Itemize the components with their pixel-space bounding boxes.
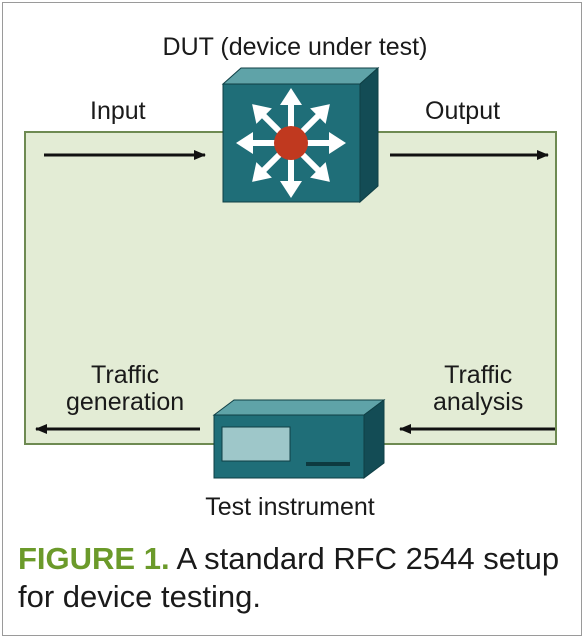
test-instrument-device <box>212 399 386 479</box>
instrument-badge <box>306 462 350 466</box>
output-label: Output <box>425 97 501 125</box>
traffic-generation-label: Traffic generation <box>66 362 184 416</box>
dut-label: DUT (device under test) <box>162 33 428 61</box>
traffic-analysis-label: Traffic analysis <box>433 362 523 416</box>
figure-number: FIGURE 1. <box>18 541 170 576</box>
traffic-generation-line-2: generation <box>66 388 185 416</box>
dut-device <box>221 66 380 204</box>
instrument-screen <box>221 426 291 462</box>
traffic-generation-line-1: Traffic <box>91 361 160 389</box>
input-label: Input <box>90 97 146 125</box>
figure-caption: FIGURE 1. A standard RFC 2544 setup for … <box>18 540 568 616</box>
caption-text: A standard RFC 2544 setup for device tes… <box>18 541 560 614</box>
center-dot <box>274 126 308 160</box>
radiating-arrows-icon <box>235 88 347 199</box>
traffic-analysis-line-1: Traffic <box>444 361 513 389</box>
test-instrument-label: Test instrument <box>205 493 375 521</box>
traffic-analysis-line-2: analysis <box>433 388 524 416</box>
